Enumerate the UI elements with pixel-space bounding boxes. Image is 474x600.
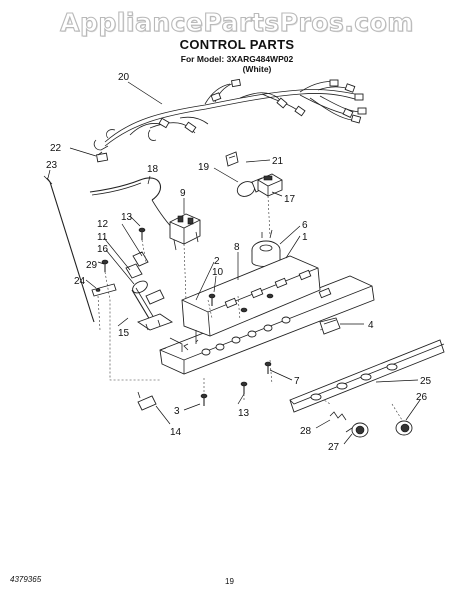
- callout-4: 4: [368, 320, 374, 331]
- connector-22: [96, 151, 109, 163]
- callout-15: 15: [118, 328, 130, 339]
- callout-numbers: 20 22 23 18 9 19 21 17 12 13 11 16 29 24…: [46, 72, 432, 453]
- knob-27: [345, 422, 369, 438]
- bracket-15: [137, 313, 173, 331]
- control-switch-9: [169, 213, 201, 251]
- screw-13-lower: [240, 381, 248, 394]
- callout-27: 27: [328, 442, 340, 453]
- callout-21: 21: [272, 156, 284, 167]
- callout-12: 12: [97, 219, 109, 230]
- callout-16: 16: [97, 244, 109, 255]
- screw-10: [208, 293, 216, 306]
- model-line: For Model: 3XARG484WP02: [180, 54, 294, 64]
- rod-23: [43, 175, 95, 323]
- callout-20: 20: [118, 72, 130, 83]
- color-line: (White): [242, 64, 272, 74]
- bracket-24: [91, 283, 117, 297]
- callout-6: 6: [302, 220, 308, 231]
- callout-17: 17: [284, 194, 296, 205]
- lamp-socket-17: [257, 173, 283, 197]
- callout-29: 29: [86, 260, 98, 271]
- knob-26: [395, 420, 413, 436]
- callout-2: 2: [214, 256, 220, 267]
- callout-28: 28: [300, 426, 312, 437]
- bracket-14: [137, 391, 157, 411]
- callout-26: 26: [416, 392, 428, 403]
- callout-23: 23: [46, 160, 58, 171]
- callout-25: 25: [420, 376, 432, 387]
- thermostat-6: [251, 229, 281, 267]
- leader-lines: [47, 81, 421, 445]
- callout-11: 11: [97, 232, 108, 243]
- callout-9: 9: [180, 188, 186, 199]
- spring-28: [329, 411, 347, 421]
- callout-19: 19: [198, 162, 210, 173]
- callout-1: 1: [302, 232, 308, 243]
- clip-21: [225, 151, 239, 167]
- screw-13-top: [138, 227, 146, 240]
- callout-10: 10: [212, 267, 224, 278]
- control-housing-1: [159, 255, 375, 375]
- control-panel-25: [289, 339, 445, 413]
- page-number: 19: [225, 577, 234, 586]
- callout-22: 22: [50, 143, 62, 154]
- callout-13-lower: 13: [238, 408, 250, 419]
- callout-3: 3: [174, 406, 180, 417]
- screw-3: [200, 393, 208, 406]
- callout-24: 24: [74, 276, 86, 287]
- page-title: CONTROL PARTS: [179, 37, 295, 52]
- callout-7: 7: [294, 376, 300, 387]
- callout-18: 18: [147, 164, 159, 175]
- callout-13-top: 13: [121, 212, 133, 223]
- callout-14: 14: [170, 427, 182, 438]
- shaft-assembly: [125, 251, 165, 321]
- wiring-harness: [93, 78, 367, 151]
- screw-7: [264, 361, 272, 374]
- clip-4: [319, 317, 341, 335]
- screw-29: [101, 259, 109, 272]
- watermark-text: AppliancePartsPros.com: [60, 7, 414, 37]
- document-number: 4379365: [10, 575, 42, 584]
- callout-8: 8: [234, 242, 240, 253]
